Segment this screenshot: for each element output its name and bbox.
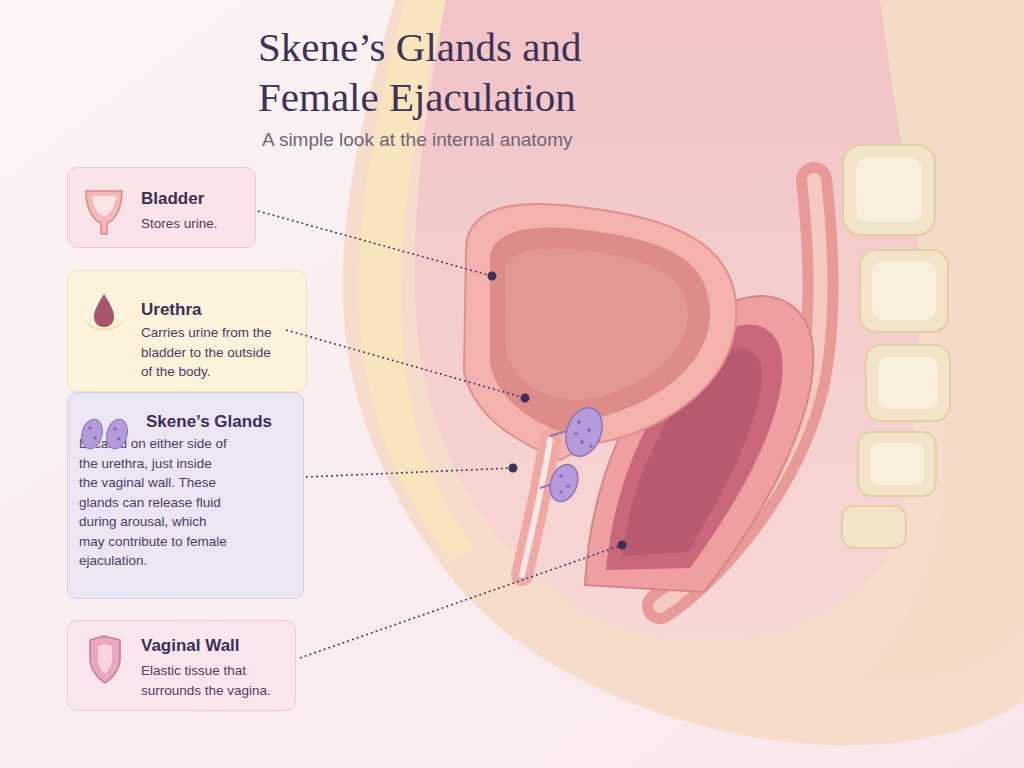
glands-icon-dot xyxy=(93,436,96,439)
callout-box: Vaginal WallElastic tissue that surround… xyxy=(67,620,296,711)
glands-icon-dot xyxy=(88,426,91,429)
leader-line xyxy=(286,330,525,398)
callout-box: UrethraCarries urine from the bladder to… xyxy=(67,270,307,392)
callout-description: Elastic tissue that surrounds the vagina… xyxy=(141,661,281,700)
bladder-interior xyxy=(490,228,710,432)
bladder-icon xyxy=(86,191,122,234)
callout-description: Carries urine from the bladder to the ou… xyxy=(141,323,273,382)
gland-dot xyxy=(587,428,591,432)
vertebra xyxy=(866,345,950,421)
shield-icon-inner xyxy=(98,644,112,674)
gland-dot xyxy=(580,440,584,444)
urethra-lumen xyxy=(522,440,550,575)
callout-heading: Bladder xyxy=(141,189,251,209)
leader-lines xyxy=(258,211,622,658)
gland-dot xyxy=(559,490,562,493)
callout-box: BladderStores urine. xyxy=(67,167,256,248)
glands-icon-oval xyxy=(103,417,130,451)
vertebra-inner xyxy=(872,262,936,320)
urethra-icon-drop xyxy=(94,294,114,327)
urethra-wall xyxy=(522,440,550,575)
shield-icon xyxy=(90,636,120,683)
gland-dot xyxy=(589,444,593,448)
leader-dot xyxy=(618,541,627,550)
glands-icon xyxy=(78,417,130,451)
back-tissue xyxy=(860,0,1024,682)
leader-dot xyxy=(521,394,530,403)
gland-dot xyxy=(559,474,563,478)
leader-dot xyxy=(509,464,518,473)
bladder-icon-shape xyxy=(86,191,122,234)
glands-icon-dot xyxy=(117,437,120,440)
callout-description: Stores urine. xyxy=(141,214,251,234)
urethra-icon-swoosh xyxy=(86,322,122,330)
leader-dots xyxy=(488,272,627,550)
vertebra-inner xyxy=(870,443,924,485)
urethra-icon xyxy=(86,294,122,330)
bladder-highlight xyxy=(505,249,688,401)
sacrum-bone xyxy=(842,145,950,548)
leader-line xyxy=(306,468,513,477)
gland-dot xyxy=(577,420,581,424)
vertebra xyxy=(843,145,935,235)
vertebra xyxy=(858,432,936,496)
vertebra-inner xyxy=(878,357,938,409)
leader-line xyxy=(258,211,492,276)
gland xyxy=(545,461,582,506)
callout-heading: Skene’s Glands xyxy=(146,412,296,432)
gland xyxy=(559,403,608,462)
skenes-glands xyxy=(540,403,609,506)
callout-box: Skene’s GlandsLocated on either side of … xyxy=(67,392,304,599)
vertebra xyxy=(842,506,906,548)
glands-icon-dot xyxy=(113,427,116,430)
gland-dot xyxy=(574,432,578,436)
bladder-icon-inner xyxy=(92,196,116,216)
vaginal-wall-icon xyxy=(90,636,120,683)
vertebra-inner xyxy=(856,158,922,222)
diagram-title: Skene’s Glands and Female Ejaculation xyxy=(258,22,678,122)
gland-dot xyxy=(566,484,570,488)
vertebra xyxy=(860,250,948,332)
diagram-subtitle: A simple look at the internal anatomy xyxy=(262,128,682,152)
callout-heading: Urethra xyxy=(141,300,291,320)
leader-line xyxy=(300,545,622,658)
callout-heading: Vaginal Wall xyxy=(141,636,291,656)
leader-dot xyxy=(488,272,497,281)
callout-description: Located on either side of the urethra, j… xyxy=(79,434,231,571)
glands-icon-oval xyxy=(78,417,105,451)
